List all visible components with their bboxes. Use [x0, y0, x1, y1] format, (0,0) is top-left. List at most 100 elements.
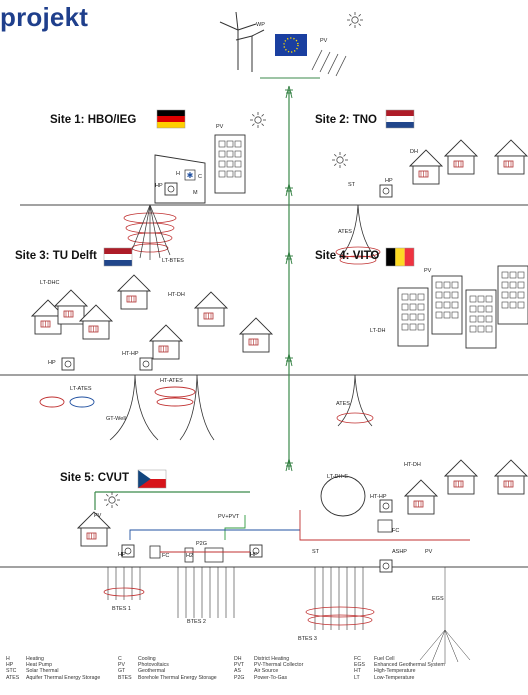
sun-icon: [104, 492, 120, 508]
district-heating-label: DH: [410, 149, 418, 155]
pv-label: PV: [320, 38, 328, 44]
flag-icon: [138, 470, 166, 488]
legend-meaning: Cooling: [138, 656, 156, 662]
solar-panel-icon: [312, 50, 346, 76]
house-icon: [495, 460, 527, 494]
site-2-label: Site 2: TNO: [315, 114, 377, 126]
legend-meaning: High-Temperature: [374, 668, 416, 674]
pv-label: PV: [425, 549, 433, 555]
pv-pvt-label: PV+PVT: [218, 514, 240, 520]
h2-label: H2: [186, 553, 193, 559]
heat-pump-label: HP: [155, 183, 163, 189]
legend-meaning: District Heating: [254, 656, 289, 662]
ht-dh-label: HT-DH: [404, 462, 421, 468]
legend-abbrev: ATES: [6, 675, 26, 681]
heat-pump-label: HP: [48, 360, 56, 366]
lt-dhc-label: LT-DHC: [40, 280, 59, 286]
legend-entry: P2GPower-To-Gas: [234, 675, 344, 681]
house-icon: [150, 325, 182, 359]
solar-thermal-label: ST: [312, 549, 320, 555]
wind-power-label: WP: [256, 22, 265, 28]
wind-turbine-icon: [220, 12, 264, 72]
p2g-label: P2G: [196, 541, 207, 547]
house-icon: [495, 140, 527, 174]
legend-meaning: Enhanced Geothermal System: [374, 662, 445, 668]
pv-label: PV: [94, 513, 102, 519]
legend-entry: ATESAquifer Thermal Energy Storage: [6, 675, 116, 681]
house-icon: [240, 318, 272, 352]
ates-label: ATES: [338, 229, 352, 235]
legend-meaning: PV-Thermal Collector: [254, 662, 303, 668]
fuel-cell-label: FC: [392, 528, 399, 534]
legend-meaning: Heat Pump: [26, 662, 52, 668]
legend-meaning: Geothermal: [138, 668, 165, 674]
house-icon: [80, 305, 112, 339]
lt-dh-e-label: LT-DH-E: [327, 474, 348, 480]
legend-meaning: Heating: [26, 656, 44, 662]
m-label: M: [193, 190, 198, 196]
lt-ates-label: LT-ATES: [70, 386, 92, 392]
borehole-field-icon: [108, 567, 363, 630]
legend-meaning: Fuel Cell: [374, 656, 394, 662]
flag-icon: [104, 248, 132, 266]
house-icon: [410, 150, 442, 184]
legend-abbrev: P2G: [234, 675, 254, 681]
house-icon: [118, 275, 150, 309]
house-icon: [405, 480, 437, 514]
heat-pump-icon: [380, 560, 392, 572]
sun-icon: [332, 152, 348, 168]
heating-label: H: [176, 171, 180, 177]
ht-ates-label: HT-ATES: [160, 378, 183, 384]
ates-label: ATES: [336, 401, 350, 407]
legend-meaning: Air Source: [254, 668, 278, 674]
heat-pump-icon: [380, 185, 392, 197]
house-icon: [195, 292, 227, 326]
house-icon: [445, 140, 477, 174]
sun-icon: [347, 12, 363, 28]
flag-icon: [386, 248, 414, 266]
legend-meaning: Aquifer Thermal Energy Storage: [26, 675, 100, 681]
legend-meaning: Solar Thermal: [26, 668, 58, 674]
legend-entry: BTESBorehole Thermal Energy Storage: [118, 675, 228, 681]
ashp-label: ASHP: [392, 549, 407, 555]
office-building-icon: [215, 135, 245, 193]
office-building-icon: [498, 266, 528, 324]
sun-icon: [250, 112, 266, 128]
heat-pump-label: HP: [250, 552, 258, 558]
legend-meaning: Power-To-Gas: [254, 675, 287, 681]
legend-meaning: Photovoltaics: [138, 662, 169, 668]
ht-dh-label: HT-DH: [168, 292, 185, 298]
solar-thermal-label: ST: [348, 182, 356, 188]
ht-hp-label: HT-HP: [370, 494, 387, 500]
heat-pump-icon: [165, 183, 177, 195]
flag-icon: [386, 110, 414, 128]
cooling-label: C: [198, 174, 202, 180]
office-building-icon: [466, 290, 496, 348]
lt-btes-label: LT-BTES: [162, 258, 184, 264]
site-4-label: Site 4: VITO: [315, 250, 379, 262]
egs-label: EGS: [432, 596, 444, 602]
btes-1-label: BTES 1: [112, 606, 131, 612]
legend-meaning: Low-Temperature: [374, 675, 414, 681]
heat-pump-label: HP: [118, 552, 126, 558]
heat-pump-label: HP: [385, 178, 393, 184]
pv-label: PV: [216, 124, 224, 130]
cooling-icon: [185, 170, 195, 180]
gt-well-label: GT-Well: [106, 416, 126, 422]
site-1-label: Site 1: HBO/IEG: [50, 114, 136, 126]
legend-meaning: Borehole Thermal Energy Storage: [138, 675, 217, 681]
legend-abbrev: BTES: [118, 675, 138, 681]
district-heating-exchanger-icon: [321, 476, 365, 516]
house-icon: [445, 460, 477, 494]
egs-well-icon: [420, 567, 470, 664]
legend-column: CCoolingPVPhotovoltaicsGTGeothermalBTESB…: [118, 656, 228, 681]
btes-3-label: BTES 3: [298, 636, 317, 642]
lt-dh-label: LT-DH: [370, 328, 386, 334]
ht-hp-label: HT-HP: [122, 351, 139, 357]
heat-pump-icon: [380, 500, 392, 512]
btes-2-label: BTES 2: [187, 619, 206, 625]
